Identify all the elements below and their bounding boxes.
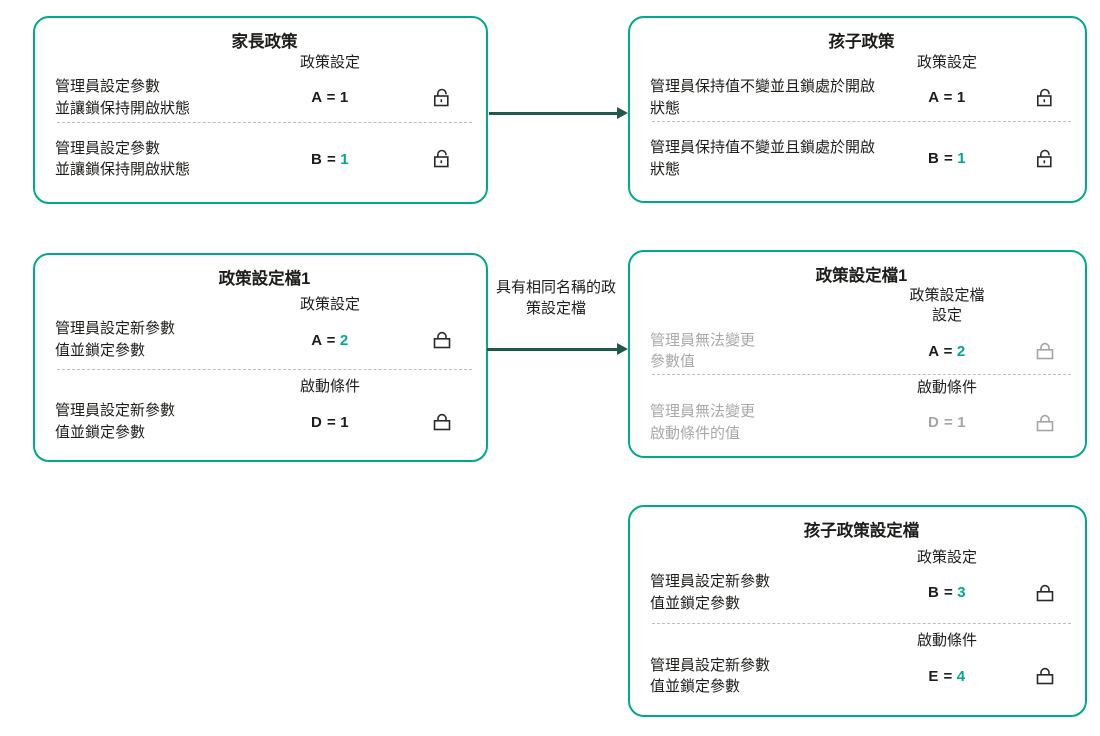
profile-setting-row-a: 政策設定檔 設定 管理員無法變更 參數值 A =2 xyxy=(650,286,1073,373)
closed-lock-icon xyxy=(1017,339,1073,363)
box-title: 孩子政策 xyxy=(828,33,895,51)
param-name: A = xyxy=(311,89,336,107)
activation-condition-row: 啟動條件 管理員設定新參數 值並鎖定參數 E =4 xyxy=(650,625,1073,706)
policy-profile1-box: 政策設定檔1 政策設定 管理員設定新參數 值並鎖定參數 A =2 啟動條件 管理… xyxy=(33,253,488,462)
section-header: 政策設定 xyxy=(916,548,977,566)
param-name: E = xyxy=(928,667,953,685)
param-value: B =1 xyxy=(877,150,1017,167)
param-number: 3 xyxy=(957,584,967,602)
param-number: 1 xyxy=(339,89,349,107)
param-number: 2 xyxy=(339,331,349,349)
row-label: 管理員設定新參數 值並鎖定參數 xyxy=(650,573,771,612)
inheritance-arrow-middle xyxy=(487,342,628,355)
closed-lock-icon xyxy=(410,328,474,352)
param-value: E =4 xyxy=(877,668,1017,685)
box-rows: 政策設定檔 設定 管理員無法變更 參數值 A =2 啟動條件 管理員無法變更 啟… xyxy=(650,286,1073,446)
param-value: B =1 xyxy=(250,151,410,168)
param-number: 1 xyxy=(340,150,350,168)
closed-lock-icon xyxy=(410,410,474,434)
policy-setting-row-a: 政策設定 管理員設定新參數 值並鎖定參數 A =2 xyxy=(55,289,474,368)
row-label: 管理員設定新參數 值並鎖定參數 xyxy=(650,656,771,696)
param-value: A =1 xyxy=(250,89,410,106)
param-name: B = xyxy=(927,150,954,167)
open-lock-icon xyxy=(410,86,474,110)
box-title: 孩子政策設定檔 xyxy=(803,522,920,540)
param-number: 1 xyxy=(340,413,350,431)
row-divider xyxy=(652,121,1071,122)
box-title: 政策設定檔1 xyxy=(218,270,311,288)
box-rows: 政策設定 管理員保持值不變並且鎖處於開啟 狀態 A =1 管理員保持值不變並且鎖… xyxy=(650,52,1073,191)
param-name: B = xyxy=(310,150,337,168)
inheritance-arrow-top xyxy=(489,106,628,119)
policy-setting-row-b: 政策設定 管理員設定新參數 值並鎖定參數 B =3 xyxy=(650,541,1073,622)
section-header: 啟動條件 xyxy=(299,378,360,396)
row-label: 管理員設定參數 並讓鎖保持開啟狀態 xyxy=(55,78,191,117)
policy-setting-row-b: 管理員設定參數 並讓鎖保持開啟狀態 B =1 xyxy=(55,124,474,193)
section-header: 啟動條件 xyxy=(916,378,977,396)
arrowhead-icon xyxy=(617,342,628,355)
row-label: 管理員設定參數 並讓鎖保持開啟狀態 xyxy=(55,139,191,179)
box-rows: 政策設定 管理員設定新參數 值並鎖定參數 A =2 啟動條件 管理員設定新參數 … xyxy=(55,289,474,450)
box-title: 政策設定檔1 xyxy=(815,267,908,285)
row-label: 管理員無法變更 啟動條件的值 xyxy=(650,402,756,442)
section-header: 政策設定 xyxy=(916,53,977,71)
param-value: A =1 xyxy=(877,89,1017,106)
param-name: B = xyxy=(927,584,954,602)
activation-condition-row: 啟動條件 管理員無法變更 啟動條件的值 D =1 xyxy=(650,376,1073,446)
row-label: 管理員設定新參數 值並鎖定參數 xyxy=(55,320,176,360)
closed-lock-icon xyxy=(1017,411,1073,435)
param-name: A = xyxy=(928,89,953,107)
section-header: 政策設定 xyxy=(299,53,360,71)
policy-setting-row-a: 政策設定 管理員保持值不變並且鎖處於開啟 狀態 A =1 xyxy=(650,52,1073,120)
policy-setting-row-a: 政策設定 管理員設定參數 並讓鎖保持開啟狀態 A =1 xyxy=(55,52,474,121)
param-number: 1 xyxy=(957,414,967,432)
param-value: B =3 xyxy=(877,584,1017,601)
box-rows: 政策設定 管理員設定新參數 值並鎖定參數 B =3 啟動條件 管理員設定新參數 … xyxy=(650,541,1073,705)
param-number: 1 xyxy=(956,89,966,107)
child-policy-profile1-box: 政策設定檔1 政策設定檔 設定 管理員無法變更 參數值 A =2 啟動條件 管理… xyxy=(628,250,1087,458)
arrowhead-icon xyxy=(617,106,628,119)
row-label: 管理員無法變更 參數值 xyxy=(650,331,756,371)
param-name: A = xyxy=(928,342,953,360)
policy-setting-row-b: 管理員保持值不變並且鎖處於開啟 狀態 B =1 xyxy=(650,123,1073,191)
param-name: D = xyxy=(310,413,337,431)
param-value: D =1 xyxy=(250,414,410,431)
child-policy-box: 孩子政策 政策設定 管理員保持值不變並且鎖處於開啟 狀態 A =1 管理員保持值… xyxy=(628,16,1087,203)
row-label: 管理員保持值不變並且鎖處於開啟 狀態 xyxy=(650,77,876,117)
closed-lock-icon xyxy=(1017,664,1073,688)
open-lock-icon xyxy=(410,147,474,171)
open-lock-icon xyxy=(1017,86,1073,110)
closed-lock-icon xyxy=(1017,581,1073,605)
section-header: 政策設定 xyxy=(299,296,360,314)
section-header: 啟動條件 xyxy=(916,632,977,650)
param-name: D = xyxy=(927,414,954,432)
open-lock-icon xyxy=(1017,147,1073,171)
activation-condition-row: 啟動條件 管理員設定新參數 值並鎖定參數 D =1 xyxy=(55,371,474,450)
row-divider xyxy=(652,374,1071,375)
row-label: 管理員保持值不變並且鎖處於開啟 狀態 xyxy=(650,138,876,178)
param-number: 2 xyxy=(956,342,966,360)
parent-policy-box: 家長政策 政策設定 管理員設定參數 並讓鎖保持開啟狀態 A =1 管理員設定參數… xyxy=(33,16,488,204)
row-divider xyxy=(652,622,1071,624)
arrow-label: 具有相同名稱的政 策設定檔 xyxy=(495,279,616,317)
box-rows: 政策設定 管理員設定參數 並讓鎖保持開啟狀態 A =1 管理員設定參數 並讓鎖保… xyxy=(55,52,474,192)
param-number: 1 xyxy=(957,150,967,167)
param-number: 4 xyxy=(956,667,966,685)
section-header: 政策設定檔 設定 xyxy=(909,287,985,325)
row-divider xyxy=(57,369,472,370)
box-title: 家長政策 xyxy=(231,33,298,51)
param-value: D =1 xyxy=(877,414,1017,431)
param-value: A =2 xyxy=(250,332,410,349)
row-divider xyxy=(57,121,472,123)
param-name: A = xyxy=(311,331,336,349)
row-label: 管理員設定新參數 值並鎖定參數 xyxy=(55,402,176,442)
param-value: A =2 xyxy=(877,343,1017,360)
child-policy-profile-box: 孩子政策設定檔 政策設定 管理員設定新參數 值並鎖定參數 B =3 啟動條件 管… xyxy=(628,505,1087,717)
